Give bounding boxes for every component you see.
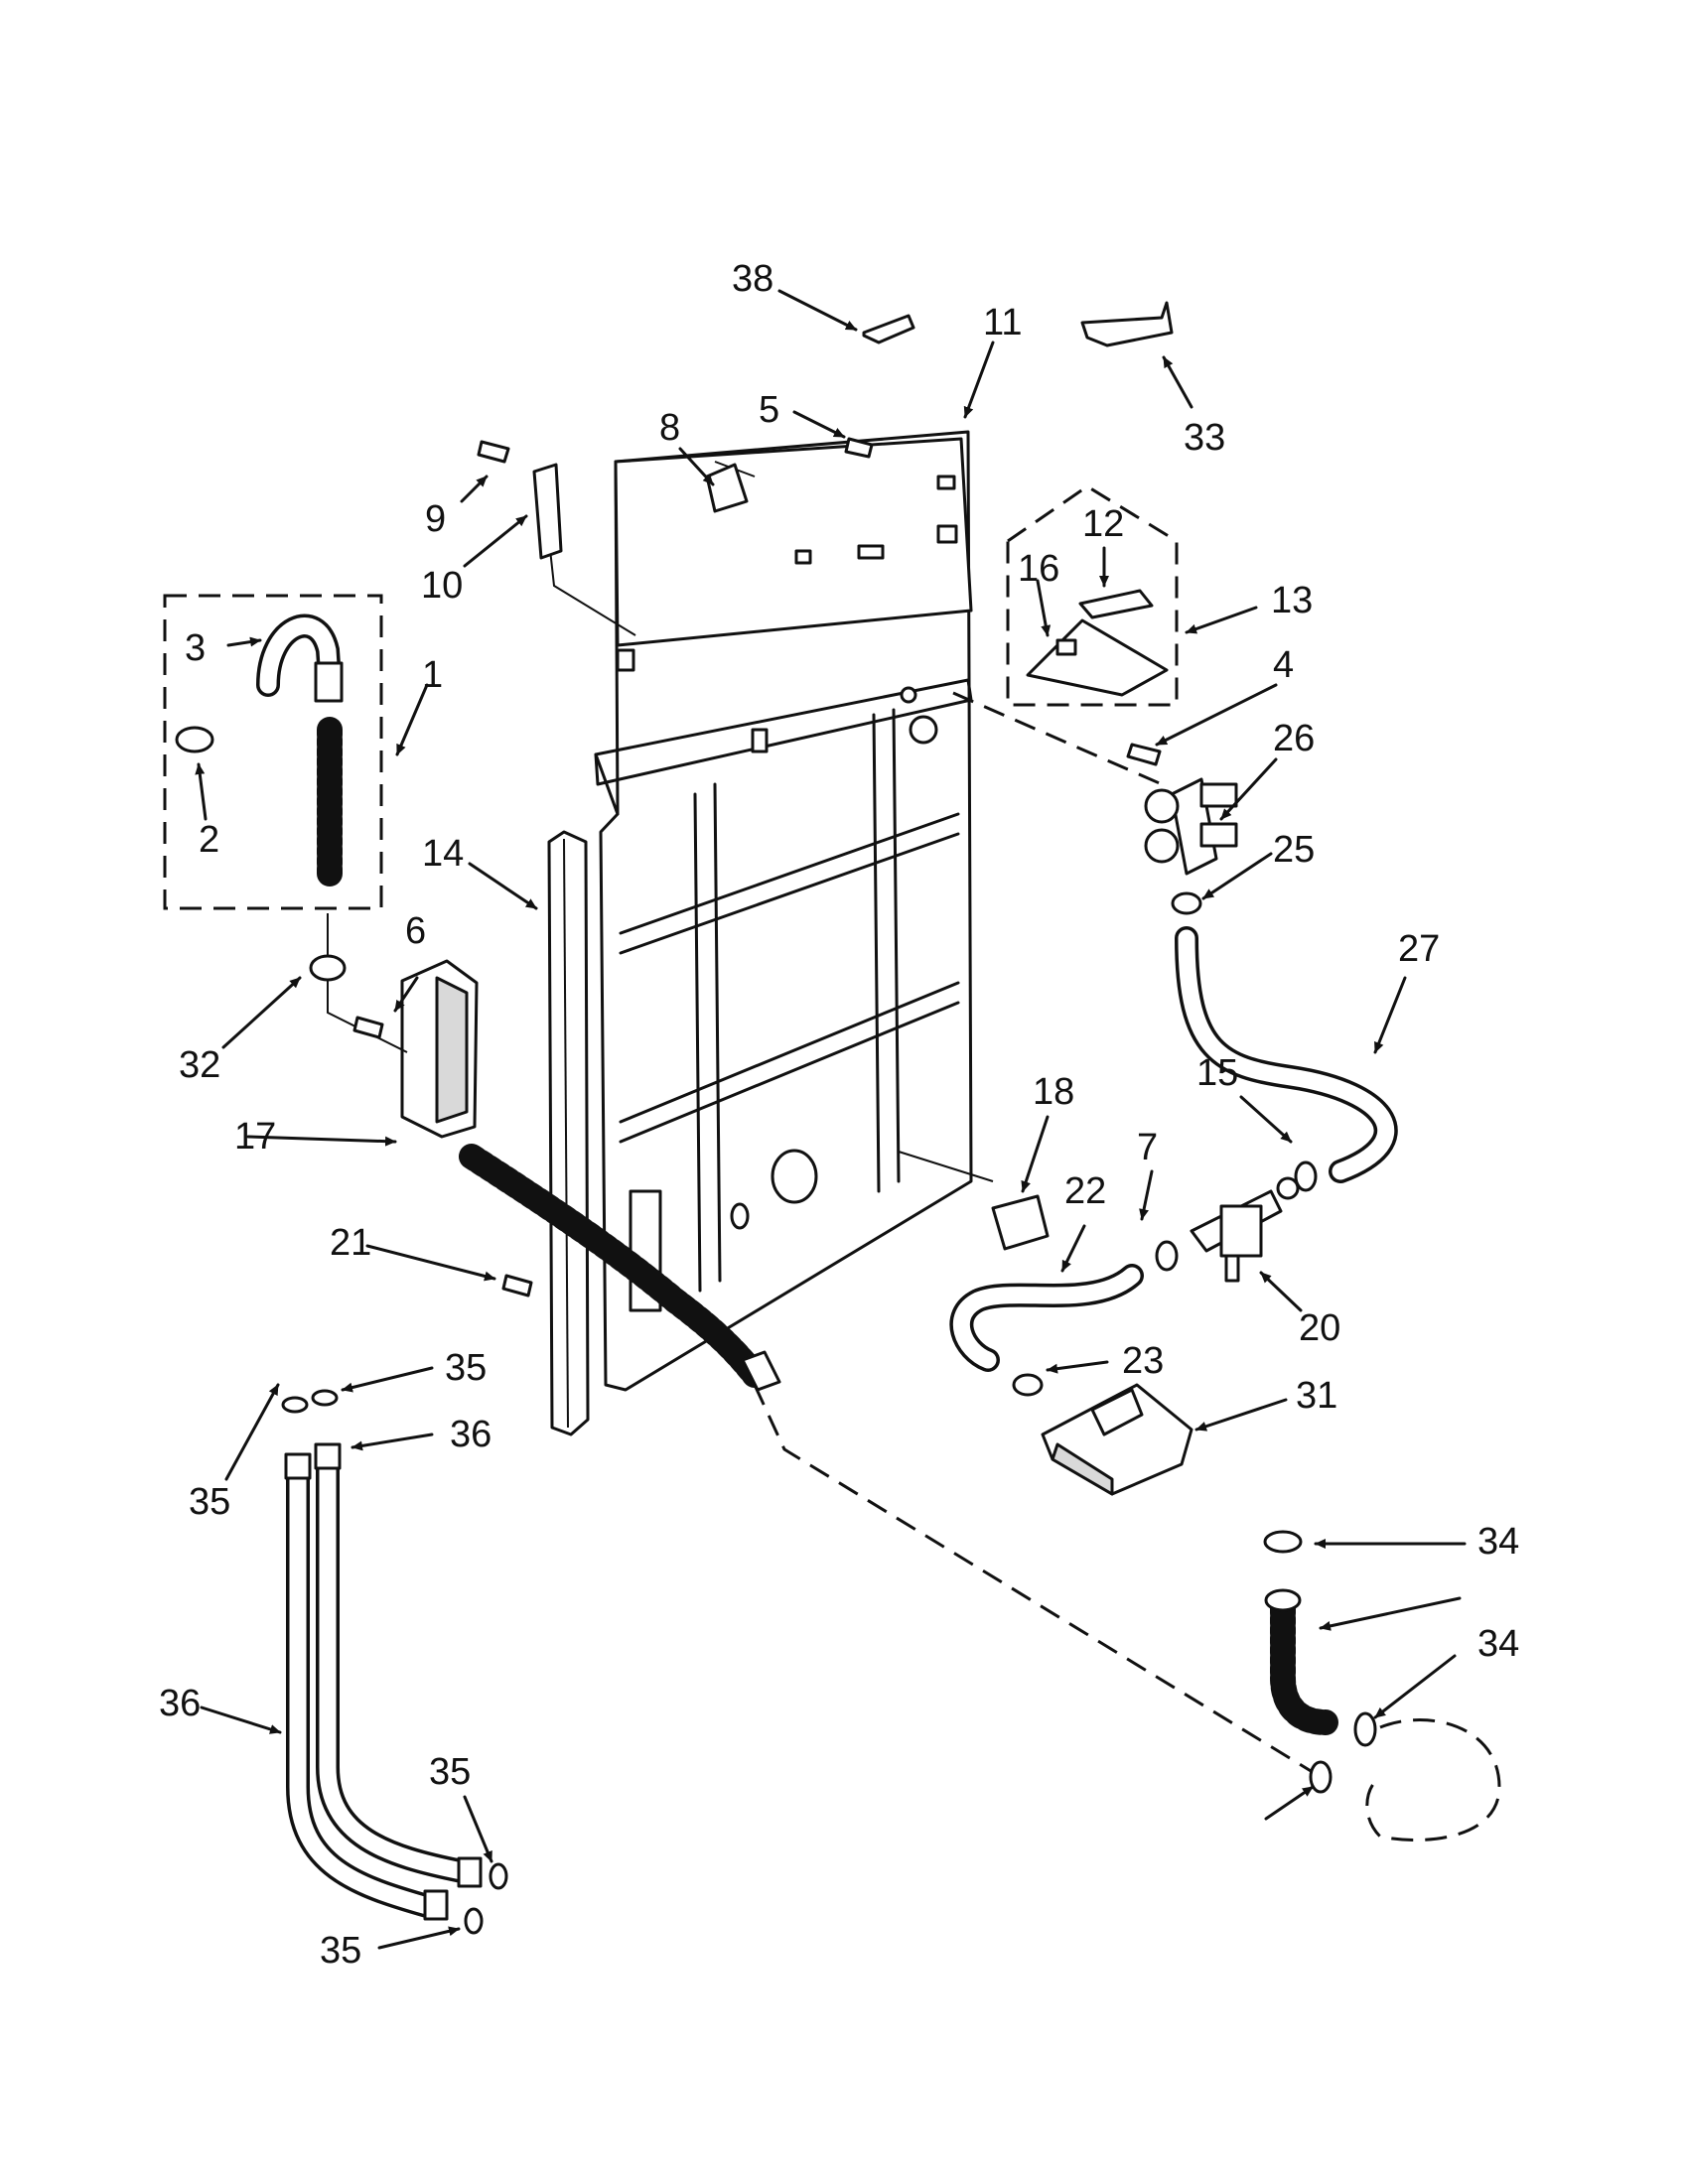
callout-27: 27 <box>1398 928 1440 970</box>
callout-35a: 34 <box>1477 1521 1519 1563</box>
callout-3: 3 <box>185 627 206 669</box>
hose-clamp-32 <box>309 954 347 982</box>
callout-8: 8 <box>659 407 680 449</box>
callout-15: 17 <box>234 1116 276 1158</box>
dispenser <box>1041 1383 1193 1496</box>
callout-31b: 36 <box>159 1683 201 1724</box>
leader-lines <box>195 289 1467 1950</box>
callout-5: 5 <box>759 389 779 431</box>
callout-1: 1 <box>422 654 443 696</box>
corrugated-drain-hose <box>459 1144 781 1392</box>
side-trim-strip <box>547 830 590 1436</box>
callout-31a: 36 <box>450 1414 491 1455</box>
inlet-hoses <box>281 1389 508 1935</box>
top-small-parts <box>352 301 1174 1297</box>
switch-kit <box>1026 589 1169 697</box>
drain-adapter <box>1263 1530 1501 1842</box>
callout-22: 20 <box>1299 1307 1340 1349</box>
callout-38: 38 <box>732 258 773 300</box>
callout-26: 26 <box>1273 718 1315 759</box>
callout-18: 22 <box>1064 1170 1106 1212</box>
switch-kit-box <box>1006 484 1179 707</box>
callout-9: 9 <box>425 498 446 540</box>
callout-17: 18 <box>1033 1071 1074 1113</box>
callout-25b: 15 <box>1196 1052 1238 1094</box>
callout-25c: 7 <box>1137 1127 1158 1168</box>
drain-hose-kit <box>175 614 344 887</box>
callout-23a: 35 <box>445 1347 487 1389</box>
callout-25a: 25 <box>1273 829 1315 871</box>
callout-labels: 38 11 5 8 9 10 33 12 16 13 4 26 25 3 1 2… <box>159 258 1519 1972</box>
callout-20: 31 <box>1296 1375 1337 1417</box>
callout-4: 4 <box>1273 644 1294 686</box>
callout-12: 12 <box>1082 503 1124 545</box>
rear-panel <box>594 430 973 1392</box>
callout-10: 10 <box>421 565 463 607</box>
callout-2: 2 <box>199 819 219 861</box>
callout-23b: 35 <box>189 1481 230 1523</box>
fill-hose <box>1171 891 1398 1192</box>
callout-13: 13 <box>1271 580 1313 621</box>
hose-18 <box>949 1264 1144 1397</box>
callout-11: 11 <box>983 302 1022 343</box>
callout-35b: 34 <box>1477 1623 1519 1665</box>
callout-23c: 35 <box>429 1751 471 1793</box>
callout-16: 16 <box>1018 548 1059 590</box>
hose-bracket <box>400 959 479 1139</box>
drain-hose-kit-box <box>163 594 383 910</box>
callout-14: 14 <box>422 833 464 875</box>
callout-21: 23 <box>1122 1340 1164 1382</box>
tee-connector <box>1155 1176 1300 1283</box>
callout-33: 33 <box>1184 417 1225 459</box>
water-inlet-valve <box>1144 777 1238 876</box>
callout-6: 6 <box>405 910 426 952</box>
callout-32: 32 <box>179 1044 220 1086</box>
callout-7: 21 <box>330 1222 371 1264</box>
callout-23d: 35 <box>320 1930 361 1972</box>
